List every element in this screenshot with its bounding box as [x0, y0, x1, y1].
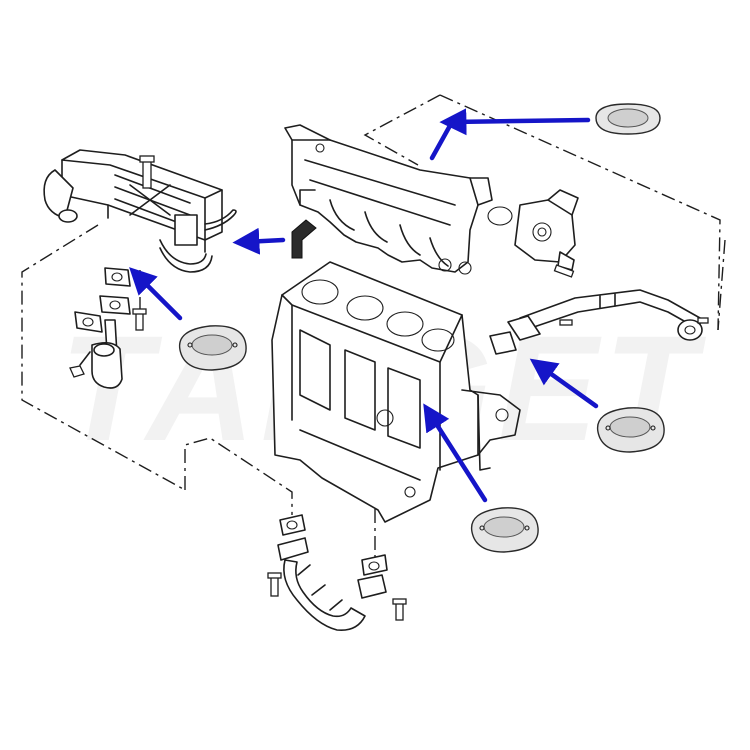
arrow-to-egr-pipe	[529, 358, 599, 409]
engine-block	[271, 261, 521, 523]
arrow-to-cylinder-head	[439, 108, 591, 136]
egr-pipe	[489, 289, 709, 355]
connector-hose	[291, 219, 317, 259]
blanking-plate-top	[595, 103, 661, 135]
blanking-plate-bottom	[470, 507, 539, 553]
cylinder-head	[284, 124, 493, 275]
egr-valve	[487, 189, 579, 278]
egr-cooler	[43, 149, 237, 273]
blanking-plate-right	[596, 407, 665, 453]
cooler-lower-fittings	[69, 267, 147, 389]
blanking-plate-left	[178, 325, 247, 371]
arrow-to-cooler-flange	[129, 267, 183, 321]
dashed-guide-lines	[21, 94, 726, 565]
pointer-arrows	[129, 108, 599, 503]
arrow-to-cylinder-head-tip	[429, 119, 455, 161]
arrow-to-egr-cooler	[232, 227, 286, 255]
arrow-to-block-port	[423, 403, 488, 503]
lower-egr-pipe	[267, 514, 407, 632]
